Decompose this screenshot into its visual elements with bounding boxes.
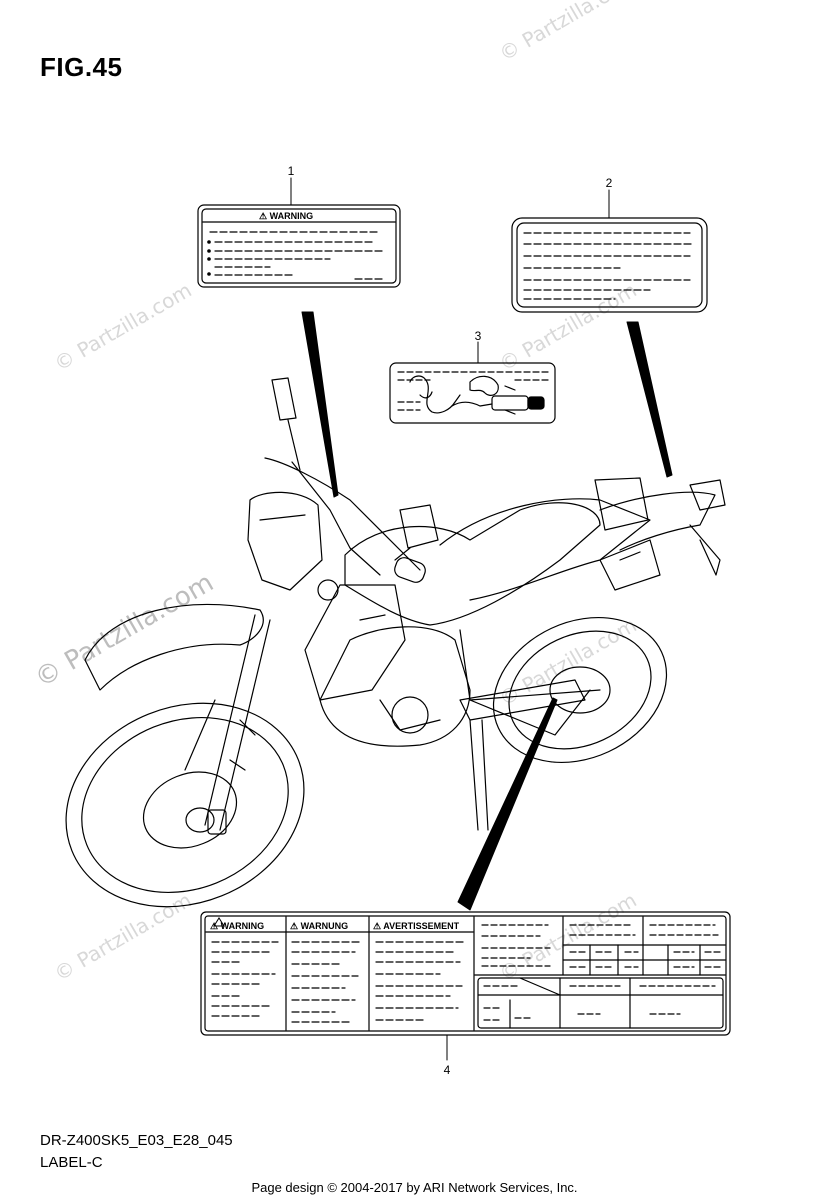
label-4-heading-fr: ⚠ AVERTISSEMENT	[373, 921, 460, 931]
label-1-heading: ⚠ WARNING	[259, 211, 313, 221]
pointer-label-4	[457, 697, 558, 911]
callout-2[interactable]: 2	[606, 176, 613, 190]
model-code: DR-Z400SK5_E03_E28_045	[40, 1132, 233, 1149]
callout-4[interactable]: 4	[444, 1063, 451, 1077]
callout-1[interactable]: 1	[288, 164, 295, 178]
warning-icon	[213, 917, 225, 927]
label-1-warning-sticker[interactable]	[197, 177, 401, 288]
copyright-footer: Page design © 2004-2017 by ARI Network S…	[251, 1180, 578, 1195]
label-4-multilingual-warning-sticker[interactable]	[200, 911, 731, 1061]
label-4-heading-de: ⚠ WARNUNG	[290, 921, 348, 931]
page-name: LABEL-C	[40, 1154, 103, 1171]
label-4-heading-en: ⚠ WARNING	[210, 921, 264, 931]
pointer-label-2	[626, 321, 673, 478]
label-2-info-sticker[interactable]	[511, 189, 708, 313]
motorcycle-illustration	[65, 377, 726, 908]
figure-title: FIG.45	[40, 52, 123, 82]
callout-3[interactable]: 3	[475, 329, 482, 343]
pointer-label-1	[301, 311, 339, 498]
label-3-routing-sticker[interactable]	[389, 341, 556, 424]
